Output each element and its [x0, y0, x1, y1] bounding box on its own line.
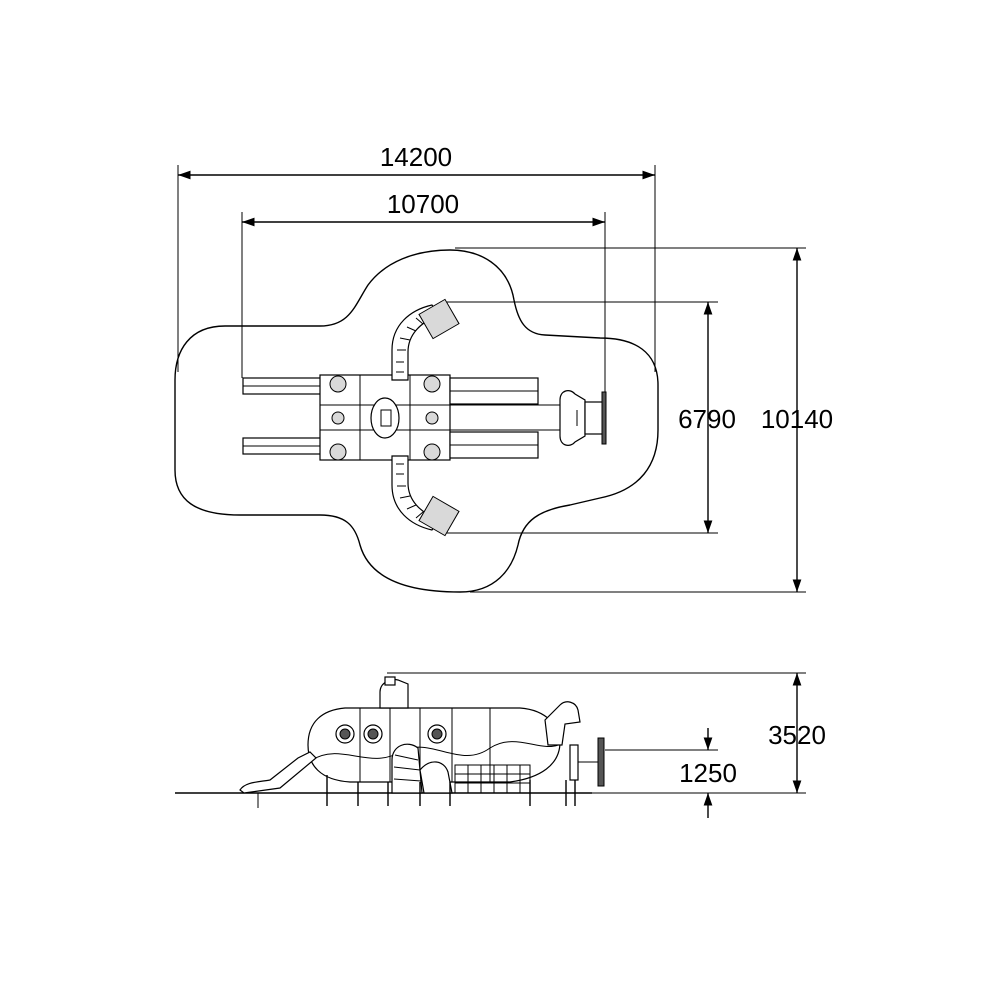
structure-width-label: 10700	[387, 189, 459, 219]
rear-panel-side	[569, 737, 605, 787]
tower-plan	[559, 390, 586, 446]
end-bar	[601, 391, 607, 445]
dimension-structure-width: 10700	[241, 189, 606, 395]
ground-posts	[326, 775, 576, 806]
tube-slide-upper-exit	[418, 298, 460, 340]
overall-depth-label: 10140	[761, 404, 833, 434]
structure-depth-label: 6790	[678, 404, 736, 434]
overall-width-label: 14200	[380, 142, 452, 172]
tail-fin	[544, 701, 581, 746]
dimension-total-height: 3520	[387, 672, 826, 794]
left-slide-side	[239, 751, 317, 808]
total-height-label: 3520	[768, 720, 826, 750]
dimension-overall-width: 14200	[177, 142, 656, 372]
tube-slide-side	[391, 743, 453, 794]
plan-view: 14200 10700 6790 10140	[174, 142, 833, 593]
dimension-overall-depth: 10140	[455, 247, 833, 593]
elevation-view: 3520 1250	[175, 672, 826, 818]
climbing-net	[454, 764, 531, 794]
platform-height-label: 1250	[679, 758, 737, 788]
safety-zone-outline	[174, 249, 659, 593]
submarine-side	[307, 676, 581, 783]
plan-equipment	[242, 298, 607, 537]
dimension-platform-height: 1250	[605, 728, 737, 818]
tube-slide-lower-exit	[418, 495, 460, 537]
dimension-structure-depth: 6790	[440, 301, 736, 534]
end-panel	[584, 401, 604, 435]
